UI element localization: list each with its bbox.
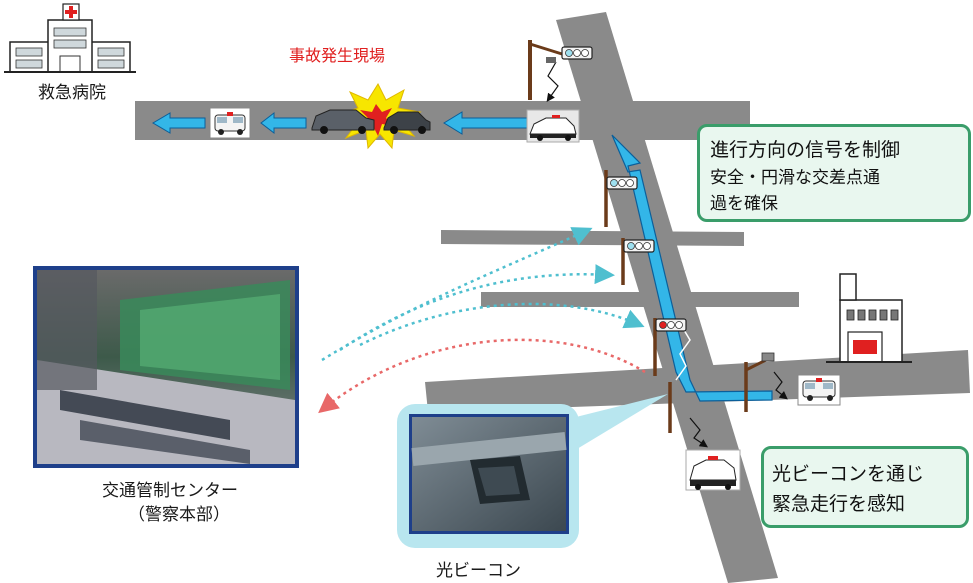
traffic-signal-3-red <box>653 318 687 376</box>
road-branch-2 <box>481 292 799 307</box>
traffic-signal-2 <box>621 238 655 285</box>
route-arrows-top <box>152 111 528 135</box>
ambulance-icon <box>797 374 841 406</box>
ambulance-icon <box>209 107 251 139</box>
beacon-signal-wave <box>546 61 559 102</box>
hospital-label: 救急病院 <box>38 83 106 103</box>
hospital-building-icon <box>4 3 136 73</box>
traffic-signal-1 <box>604 170 638 227</box>
beacon-detect-callout: 光ビーコンを通じ 緊急走行を感知 <box>761 446 969 528</box>
road-branch-1 <box>441 230 744 246</box>
police-car-icon <box>685 449 741 491</box>
beacon-detect-line2: 緊急走行を感知 <box>772 493 906 515</box>
control-center-photo <box>33 266 299 468</box>
beacon-detect-arrow <box>689 417 708 448</box>
crash-burst-icon <box>334 82 422 150</box>
route-arrow-segment <box>260 111 307 135</box>
police-car-icon <box>526 109 580 143</box>
optical-beacon-photo <box>397 404 579 548</box>
signal-control-line1: 進行方向の信号を制御 <box>710 139 901 161</box>
link-center-to-signal-2 <box>339 264 615 352</box>
signal-control-callout: 進行方向の信号を制御 安全・円滑な交差点通 過を確保 <box>697 124 971 222</box>
beacon-signal-wave <box>675 329 691 381</box>
crashed-car-right <box>383 111 431 134</box>
link-beacon-to-center <box>318 338 646 414</box>
accident-site-label: 事故発生現場 <box>289 46 386 65</box>
route-arrow-segment <box>443 111 528 135</box>
beacon-pole-right <box>744 352 788 412</box>
control-center-sublabel: （警察本部） <box>128 505 230 525</box>
link-center-to-signal-3 <box>359 302 645 347</box>
signal-control-line2: 安全・円滑な交差点通 <box>710 168 880 188</box>
route-arrow-segment <box>152 112 206 134</box>
traffic-signal-top <box>528 40 593 100</box>
beacon-detect-line1: 光ビーコンを通じ <box>772 463 925 485</box>
control-center-label: 交通管制センター <box>102 481 238 501</box>
optical-beacon-label: 光ビーコン <box>436 561 521 581</box>
signal-control-line3: 過を確保 <box>710 194 778 214</box>
route-arrow-main <box>611 134 773 402</box>
crashed-car-left <box>311 109 375 134</box>
fire-station-icon <box>826 273 912 363</box>
